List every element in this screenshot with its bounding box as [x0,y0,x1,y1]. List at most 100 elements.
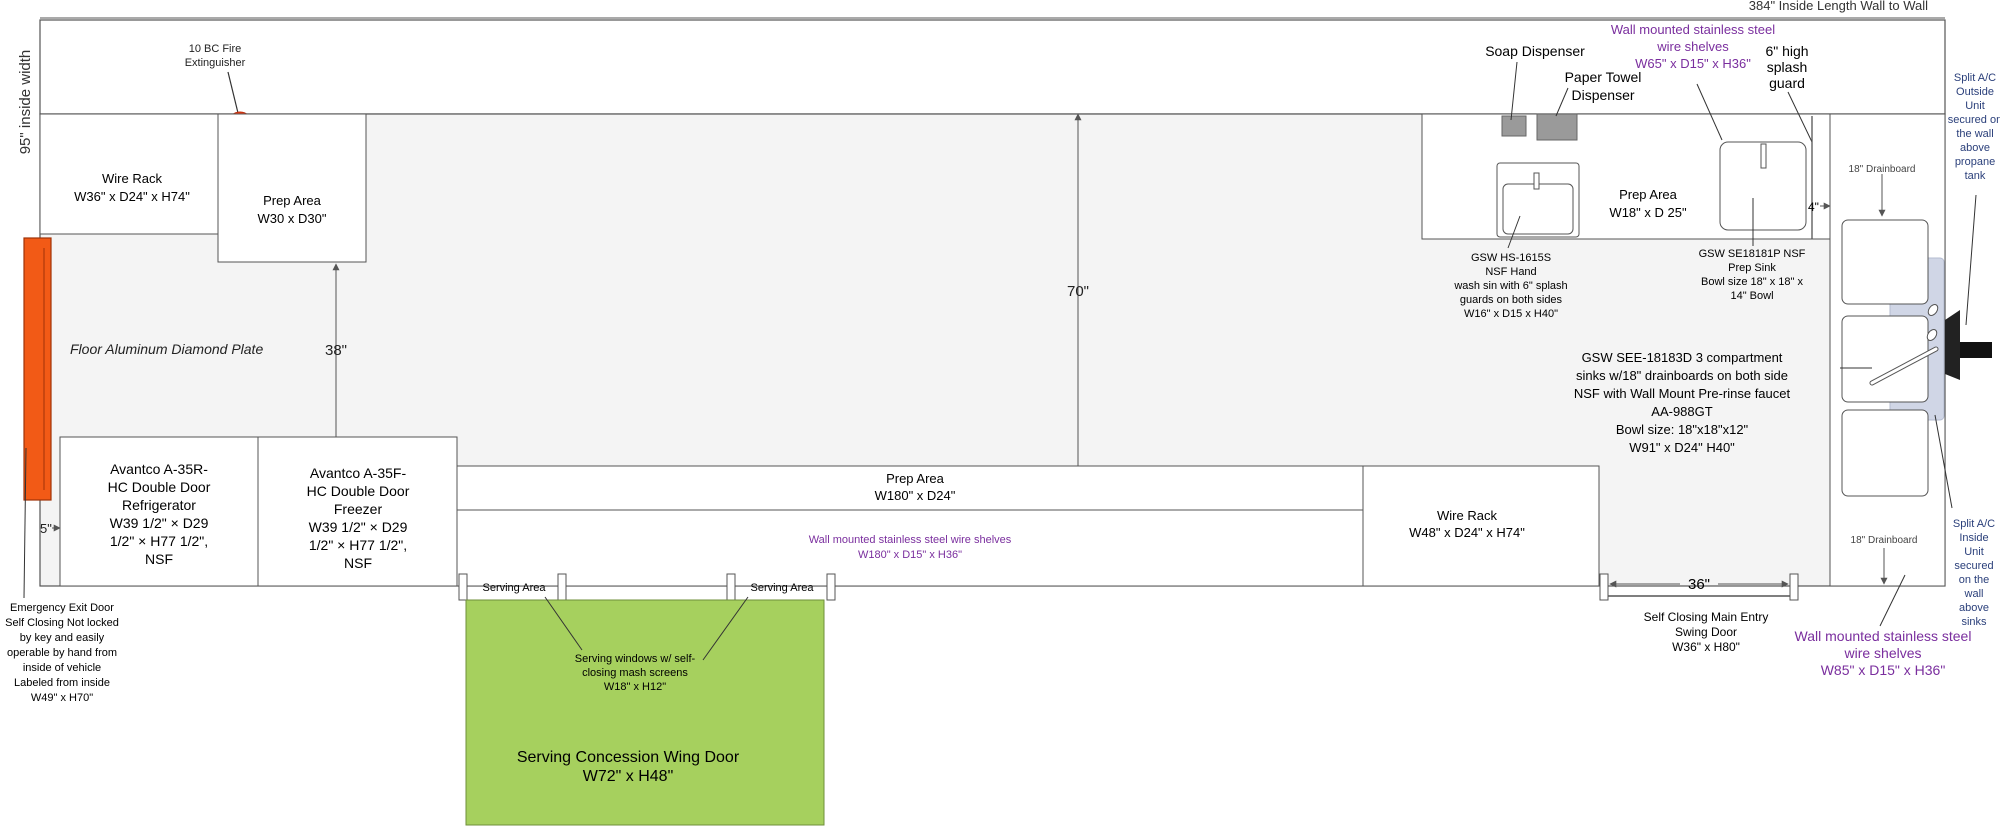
ac-outside-leader [1965,194,1977,326]
emergency-exit-line-7: W49" x H70" [31,692,93,704]
wire-rack-left-dims: W36" x D24" x H74" [74,189,190,204]
main-door-post-right [1789,573,1799,601]
wing-door-title: Serving Concession Wing Door [517,749,740,766]
splash-guard-line-1: 6" high [1765,43,1808,59]
freezer-line-6: NSF [344,555,372,571]
emergency-exit-leader [23,447,27,599]
fire-extinguisher-label-2: Extinguisher [185,57,246,69]
ac-outside-line-7: propane [1955,156,1995,168]
compartment-sink-line-1: GSW SEE-18183D 3 compartment [1582,350,1783,365]
ac-inside-text: Split A/C Inside Unit secured on the wal… [1953,518,1995,628]
drainboard-top-label: 18" Drainboard [1849,164,1916,175]
sink-bowl-3 [1841,409,1929,497]
soap-dispenser-label: Soap Dispenser [1485,43,1585,59]
wing-door-dims: W72" x H48" [583,768,674,785]
soap-leader [1510,61,1518,121]
wire-rack-right-title: Wire Rack [1437,508,1497,523]
main-door-line-1: Self Closing Main Entry [1644,610,1769,624]
splash-guard-line-3: guard [1769,75,1805,91]
refrigerator-text: Avantco A-35R- HC Double Door Refrigerat… [108,461,211,567]
refrigerator-line-3: Refrigerator [122,497,196,513]
ac-inside-line-1: Split A/C [1953,518,1995,530]
prep-area-left [217,113,367,263]
drainboard-top-label-bg [1848,161,1918,174]
freezer-line-2: HC Double Door [307,483,410,499]
emergency-exit-text: Emergency Exit Door Self Closing Not loc… [5,602,119,704]
paper-towel-leader [1555,87,1569,117]
compartment-sink-line-4: AA-988GT [1651,404,1712,419]
shelves-right-line-3: W85" x D15" x H36" [1821,662,1946,678]
hand-wash-sink-faucet [1533,172,1540,190]
ac-inside-line-8: sinks [1961,616,1987,628]
serving-area-label-1: Serving Area [483,582,547,594]
serving-window-leader-2 [702,596,749,661]
pre-rinse-faucet-arm-inner [1870,347,1938,385]
prep-area-bottom-dims: W180" x D24" [875,488,956,503]
fire-extinguisher-leader [227,71,239,114]
prep-area-right-dims: W18" x D 25" [1609,205,1687,220]
prep-sink-text: GSW SE18181P NSF Prep Sink Bowl size 18"… [1699,248,1806,302]
paper-towel-line-2: Dispenser [1571,87,1634,103]
soap-dispenser-icon [1501,115,1527,137]
refrigerator [59,436,259,587]
floor-label: Floor Aluminum Diamond Plate [70,341,263,357]
dim-5-label: 5" [40,521,52,536]
hand-sink-line-2: NSF Hand [1485,266,1536,278]
serving-window-post-2 [557,573,567,601]
shelves-top-line-2: wire shelves [1656,39,1729,54]
serving-concession-wing-door[interactable] [465,599,825,826]
splash-guard-leader [1787,91,1813,143]
faucet-handle-2 [1926,329,1938,341]
emergency-exit-line-6: Labeled from inside [14,677,110,689]
compartment-sink-line-3: NSF with Wall Mount Pre-rinse faucet [1574,386,1791,401]
split-ac-outside-bracket [1945,310,1960,380]
serving-windows-line-2: closing mash screens [582,667,688,679]
shelves-top-line-1: Wall mounted stainless steel [1611,22,1775,37]
ac-inside-line-7: above [1959,602,1989,614]
main-door-line-3: W36" x H80" [1672,640,1740,654]
ac-inside-line-2: Inside [1959,532,1988,544]
sink-bowl-1 [1841,219,1929,305]
prep-sink [1719,141,1807,231]
hand-wash-sink-bowl [1502,183,1574,235]
shelves-right-line-2: wire shelves [1843,645,1921,661]
ac-outside-line-5: the wall [1956,128,1993,140]
hand-sink-line-1: GSW HS-1615S [1471,252,1551,264]
prep-sink-line-4: 14" Bowl [1730,290,1773,302]
wall-shelves-bottom-dims: W180" x D15" x H36" [858,549,962,561]
ac-outside-line-1: Split A/C [1954,72,1996,84]
serving-window-post-1 [458,573,468,601]
emergency-exit-line-5: inside of vehicle [23,662,101,674]
main-door-line-2: Swing Door [1675,625,1737,639]
splash-guard-line-2: splash [1767,59,1807,75]
compartment-sink-line-6: W91" x D24" H40" [1629,440,1735,455]
prep-sink-line-1: GSW SE18181P NSF [1699,248,1806,260]
shelves-top-line-3: W65" x D15" x H36" [1635,56,1751,71]
prep-area-left-dims: W30 x D30" [258,211,327,226]
faucet-handle-1 [1927,304,1939,316]
ac-outside-line-3: Unit [1965,100,1985,112]
emergency-exit-door[interactable] [23,237,52,501]
serving-window-post-3 [726,573,736,601]
freezer-text: Avantco A-35F- HC Double Door Freezer W3… [307,465,410,571]
ac-inside-line-5: on the [1959,574,1990,586]
ac-outside-text: Split A/C Outside Unit secured on the wa… [1948,72,2000,182]
main-door-post-left [1599,573,1609,601]
refrigerator-line-6: NSF [145,551,173,567]
prep-area-bottom-title: Prep Area [886,471,945,486]
ac-inside-line-3: Unit [1964,546,1984,558]
dim-4-label: 4" [1808,200,1819,214]
freezer-line-1: Avantco A-35F- [310,465,407,481]
sink-bowl-2 [1841,315,1929,403]
fire-extinguisher-label-1: 10 BC Fire [189,43,242,55]
prep-sink-line-3: Bowl size 18" x 18" x [1701,276,1803,288]
dim-38-label: 38" [325,342,347,359]
emergency-exit-line-3: by key and easily [20,632,105,644]
emergency-exit-line-2: Self Closing Not locked [5,617,119,629]
shelves-right-leader [1879,574,1906,627]
serving-window-post-4 [826,573,836,601]
refrigerator-line-4: W39 1/2" × D29 [110,515,209,531]
ac-inside-line-6: wall [1964,588,1984,600]
ac-outside-line-2: Outside [1956,86,1994,98]
